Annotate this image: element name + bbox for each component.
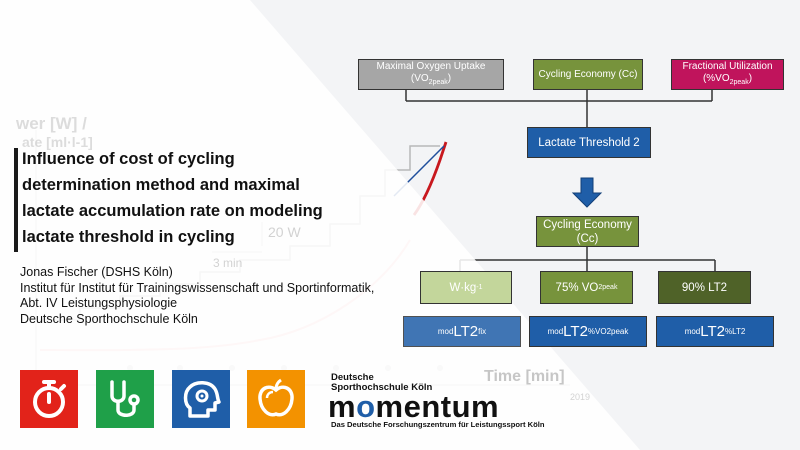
tile-stethoscope [96, 370, 154, 428]
max-oxygen-uptake-box: Maximal Oxygen Uptake (VO2peak) [358, 59, 504, 90]
momentum-logo: momentum [328, 389, 500, 424]
chart-y-label-1: wer [W] / [16, 114, 87, 133]
chart-year: 2019 [570, 392, 591, 402]
logo-university-name: Deutsche Sporthochschule Köln [331, 372, 433, 393]
tile-head-gear [172, 370, 230, 428]
lactate-threshold-box: Lactate Threshold 2 [527, 127, 651, 158]
stopwatch-icon [33, 380, 66, 418]
max-oxygen-uptake-label: Maximal Oxygen Uptake [376, 60, 486, 72]
chart-step-label: 20 W [268, 224, 301, 240]
chart-x-label: Time [min] [484, 368, 565, 385]
tile-stopwatch [20, 370, 78, 428]
cycling-economy-top-box: Cycling Economy (Cc) [533, 59, 643, 90]
page-title: Influence of cost of cycling determinati… [22, 150, 323, 246]
down-arrow-icon [571, 177, 603, 208]
head-gear-icon [183, 381, 221, 418]
chart-duration-label: 3 min [213, 256, 243, 270]
cycling-economy-box: Cycling Economy (Cc) [536, 216, 639, 247]
chart-y-label-2: ate [ml·l-1] [22, 134, 93, 150]
method-box-lt2: 90% LT2 [658, 271, 751, 304]
author-block: Jonas Fischer (DSHS Köln) Institut für I… [20, 265, 374, 327]
apple-icon [258, 378, 294, 417]
cycling-economy-top-label: Cycling Economy (Cc) [538, 68, 638, 80]
title-accent-bar [14, 148, 18, 252]
fractional-utilization-box: Fractional Utilization (%VO2peak) [671, 59, 784, 90]
author-university: Deutsche Sporthochschule Köln [20, 311, 198, 326]
author-department: Abt. IV Leistungsphysiologie [20, 296, 178, 310]
stethoscope-icon [110, 380, 140, 417]
author-name: Jonas Fischer (DSHS Köln) [20, 265, 173, 279]
author-institute: Institut für Institut für Trainingswisse… [20, 280, 375, 295]
method-box-wkg: W·kg-1 [420, 271, 512, 304]
fractional-utilization-label: Fractional Utilization [682, 60, 773, 72]
tile-apple [247, 370, 305, 428]
logo-tagline: Das Deutsche Forschungszentrum für Leist… [331, 420, 545, 429]
